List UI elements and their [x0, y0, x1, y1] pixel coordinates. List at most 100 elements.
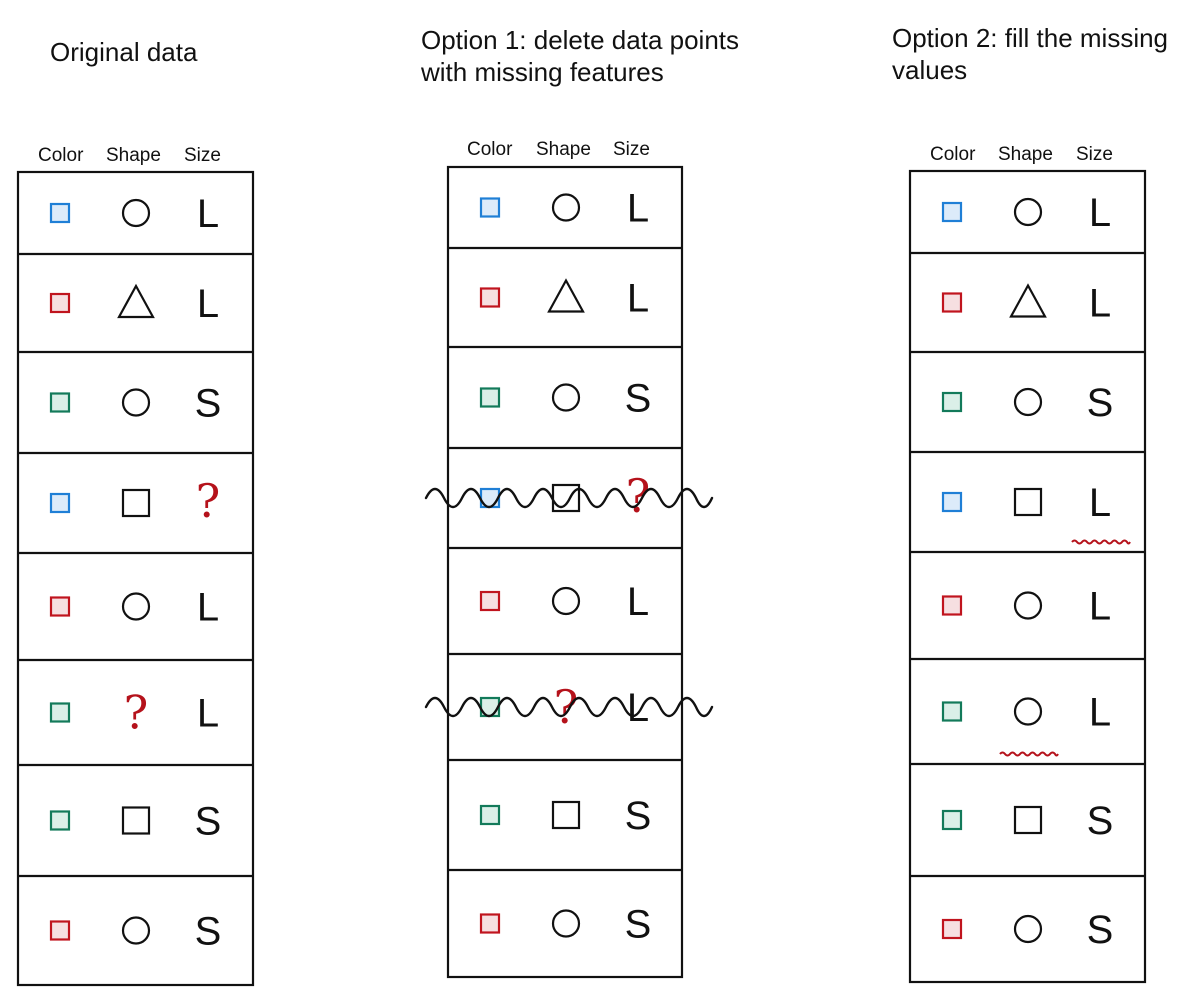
red-color-swatch-icon: [49, 596, 71, 617]
red-color-swatch-icon: [941, 595, 963, 616]
header-shape: Shape: [998, 144, 1053, 165]
table-border: [908, 169, 1147, 984]
size-value: L: [1089, 191, 1111, 235]
circle-shape-icon: [121, 388, 151, 417]
blue-color-swatch-icon: [49, 202, 71, 224]
panel-title-option-1: Option 1: delete data points with missin…: [421, 25, 740, 87]
table-row: S: [448, 868, 682, 947]
circle-shape-icon: [1013, 697, 1043, 726]
red-color-swatch-icon: [49, 292, 71, 314]
blue-color-swatch-icon: [941, 491, 963, 513]
table-row: ?L: [424, 652, 714, 734]
size-value: S: [1087, 799, 1114, 843]
header-shape: Shape: [106, 145, 161, 166]
table-row: L: [448, 546, 682, 624]
header-color: Color: [38, 145, 84, 166]
panel-title-option-2: Option 2: fill the missing values: [892, 23, 1169, 85]
blue-color-swatch-icon: [941, 201, 963, 223]
circle-shape-icon: [551, 383, 581, 412]
square-shape-icon: [121, 488, 151, 518]
circle-shape-icon: [551, 193, 581, 222]
triangle-shape-icon: [117, 283, 155, 319]
table-row: L: [448, 246, 682, 321]
table-row: ?: [18, 451, 253, 528]
circle-shape-icon: [1013, 914, 1043, 944]
table-row: S: [448, 345, 682, 421]
size-value: L: [1089, 585, 1111, 629]
square-shape-icon: [551, 800, 581, 830]
table-row: S: [910, 350, 1145, 425]
table-row: L: [18, 551, 253, 630]
table-row: L: [18, 252, 253, 326]
circle-shape-icon: [551, 909, 581, 938]
filled-value-underline: [999, 751, 1059, 757]
red-color-swatch-icon: [941, 292, 963, 313]
table-row: L: [479, 187, 649, 231]
table-row: S: [18, 763, 253, 844]
circle-shape-icon: [121, 916, 151, 945]
square-shape-icon: [551, 483, 581, 513]
size-value: S: [625, 377, 652, 421]
blue-color-swatch-icon: [49, 492, 71, 514]
missing-shape-mark: ?: [124, 686, 149, 740]
size-value: L: [627, 686, 649, 730]
green-color-swatch-icon: [49, 810, 71, 831]
size-value: L: [627, 187, 649, 231]
triangle-shape-icon: [547, 278, 585, 313]
green-color-swatch-icon: [941, 701, 963, 722]
size-value: L: [197, 282, 219, 326]
table-row: L: [941, 191, 1111, 235]
circle-shape-icon: [551, 586, 581, 616]
table-border: [446, 165, 684, 979]
table-panel-0: LLS?L?LSS: [16, 170, 255, 987]
green-color-swatch-icon: [479, 804, 501, 826]
size-value: S: [625, 794, 652, 838]
missing-shape-mark: ?: [554, 680, 579, 734]
blue-color-swatch-icon: [479, 197, 501, 218]
red-color-swatch-icon: [49, 920, 71, 941]
size-value: S: [195, 800, 222, 844]
header-color: Color: [930, 144, 976, 165]
size-value: L: [1089, 691, 1111, 735]
square-shape-icon: [1013, 487, 1043, 517]
header-size: Size: [184, 145, 221, 166]
header-color: Color: [467, 139, 513, 160]
square-shape-icon: [121, 806, 151, 835]
green-color-swatch-icon: [941, 391, 963, 413]
table-row: ?L: [18, 658, 253, 740]
green-color-swatch-icon: [49, 392, 71, 413]
table-row: S: [910, 762, 1145, 843]
red-color-swatch-icon: [479, 590, 501, 612]
table-row: ?: [424, 446, 714, 523]
header-size: Size: [613, 139, 650, 160]
missing-size-mark: ?: [626, 469, 651, 523]
circle-shape-icon: [121, 198, 151, 228]
table-row: L: [910, 251, 1145, 326]
triangle-shape-icon: [1009, 283, 1047, 318]
size-value: L: [1089, 481, 1111, 525]
size-value: S: [195, 910, 222, 954]
green-color-swatch-icon: [49, 702, 71, 723]
table-border: [16, 170, 255, 987]
size-value: L: [1089, 282, 1111, 326]
table-row: L: [910, 657, 1145, 757]
green-color-swatch-icon: [479, 387, 501, 408]
table-row: L: [910, 550, 1145, 629]
panel-title-original: Original data: [50, 37, 198, 67]
table-row: S: [910, 874, 1145, 952]
size-value: L: [627, 580, 649, 624]
size-value: S: [1087, 381, 1114, 425]
circle-shape-icon: [1013, 197, 1043, 227]
circle-shape-icon: [1013, 387, 1043, 417]
size-value: L: [197, 192, 219, 236]
header-shape: Shape: [536, 139, 591, 160]
red-color-swatch-icon: [479, 287, 501, 308]
size-value: L: [627, 277, 649, 321]
filled-value-underline: [1071, 539, 1131, 545]
size-value: S: [1087, 908, 1114, 952]
red-color-swatch-icon: [479, 913, 501, 934]
header-size: Size: [1076, 144, 1113, 165]
deleted-row-scribble: [424, 487, 714, 509]
square-shape-icon: [1013, 805, 1043, 835]
